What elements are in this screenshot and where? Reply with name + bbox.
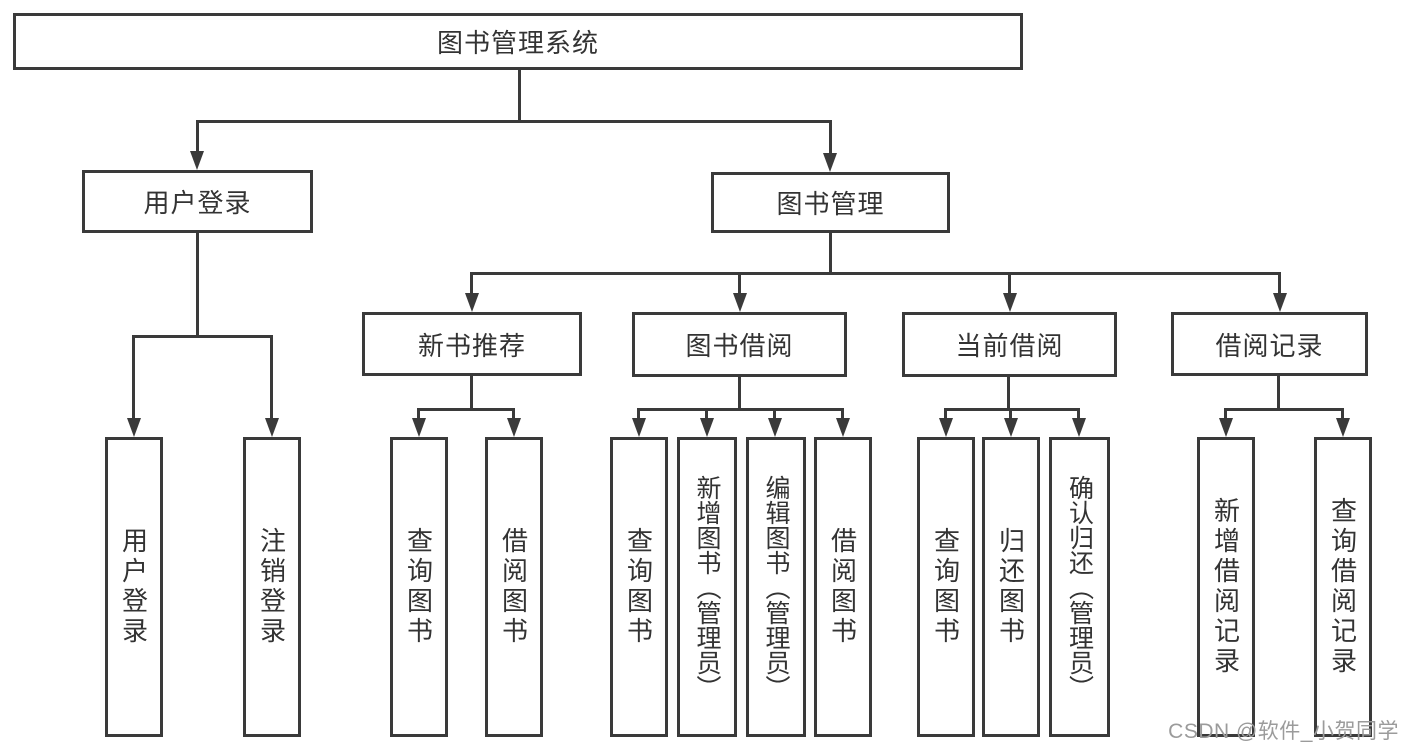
leaf-query-books-1: 查询图书 <box>390 437 448 737</box>
connector-line <box>637 408 844 411</box>
connector-line <box>829 232 832 272</box>
arrowhead-down-icon <box>1273 293 1287 312</box>
arrowhead-down-icon <box>465 293 479 312</box>
connector-line <box>705 408 708 421</box>
node-book-management: 图书管理 <box>711 172 950 233</box>
arrowhead-down-icon <box>1003 293 1017 312</box>
arrowhead-down-icon <box>1336 418 1350 437</box>
connector-line <box>1341 408 1344 421</box>
connector-line <box>470 272 1281 275</box>
node-user-login: 用户登录 <box>82 170 313 233</box>
connector-line <box>470 376 473 408</box>
node-current-borrowing: 当前借阅 <box>902 312 1117 377</box>
connector-line <box>196 120 199 154</box>
node-library-system: 图书管理系统 <box>13 13 1023 70</box>
connector-line <box>417 408 420 421</box>
watermark: CSDN @软件_小贺同学 <box>1168 720 1399 743</box>
leaf-logout: 注销登录 <box>243 437 301 737</box>
arrowhead-down-icon <box>265 418 279 437</box>
connector-line <box>944 408 947 421</box>
connector-line <box>1277 376 1280 408</box>
leaf-query-books-3: 查询图书 <box>917 437 975 737</box>
connector-line <box>637 408 640 421</box>
connector-line <box>196 233 199 335</box>
arrowhead-down-icon <box>1004 418 1018 437</box>
arrowhead-down-icon <box>1072 418 1086 437</box>
connector-line <box>944 408 1080 411</box>
leaf-edit-book-admin: 编辑图书（管理员） <box>746 437 806 737</box>
leaf-query-books-2: 查询图书 <box>610 437 668 737</box>
arrowhead-down-icon <box>127 418 141 437</box>
arrowhead-down-icon <box>507 418 521 437</box>
connector-line <box>829 120 832 156</box>
connector-line <box>738 377 741 408</box>
arrowhead-down-icon <box>836 418 850 437</box>
connector-line <box>132 335 135 421</box>
leaf-borrow-books-1: 借阅图书 <box>485 437 543 737</box>
arrowhead-down-icon <box>733 293 747 312</box>
connector-line <box>417 408 515 411</box>
connector-line <box>738 272 741 297</box>
arrowhead-down-icon <box>823 153 837 172</box>
leaf-user-login: 用户登录 <box>105 437 163 737</box>
node-new-book-recommendation: 新书推荐 <box>362 312 582 376</box>
connector-line <box>1008 272 1011 297</box>
connector-line <box>1224 408 1227 421</box>
connector-line <box>470 272 473 297</box>
connector-line <box>773 408 776 421</box>
leaf-query-borrow-record: 查询借阅记录 <box>1314 437 1372 737</box>
node-book-borrowing: 图书借阅 <box>632 312 847 377</box>
leaf-borrow-books-2: 借阅图书 <box>814 437 872 737</box>
connector-line <box>1077 408 1080 421</box>
arrowhead-down-icon <box>632 418 646 437</box>
leaf-return-books: 归还图书 <box>982 437 1040 737</box>
connector-line <box>518 70 521 120</box>
connector-line <box>196 120 832 123</box>
connector-line <box>1224 408 1344 411</box>
connector-line <box>841 408 844 421</box>
leaf-add-book-admin: 新增图书（管理员） <box>677 437 737 737</box>
connector-line <box>1278 272 1281 297</box>
arrowhead-down-icon <box>412 418 426 437</box>
connector-line <box>1009 408 1012 421</box>
arrowhead-down-icon <box>1219 418 1233 437</box>
arrowhead-down-icon <box>700 418 714 437</box>
arrowhead-down-icon <box>190 151 204 170</box>
connector-line <box>132 335 273 338</box>
arrowhead-down-icon <box>768 418 782 437</box>
connector-line <box>1007 377 1010 408</box>
connector-line <box>512 408 515 421</box>
node-borrowing-records: 借阅记录 <box>1171 312 1368 376</box>
leaf-add-borrow-record: 新增借阅记录 <box>1197 437 1255 737</box>
arrowhead-down-icon <box>939 418 953 437</box>
leaf-confirm-return-admin: 确认归还（管理员） <box>1049 437 1110 737</box>
connector-line <box>270 335 273 421</box>
